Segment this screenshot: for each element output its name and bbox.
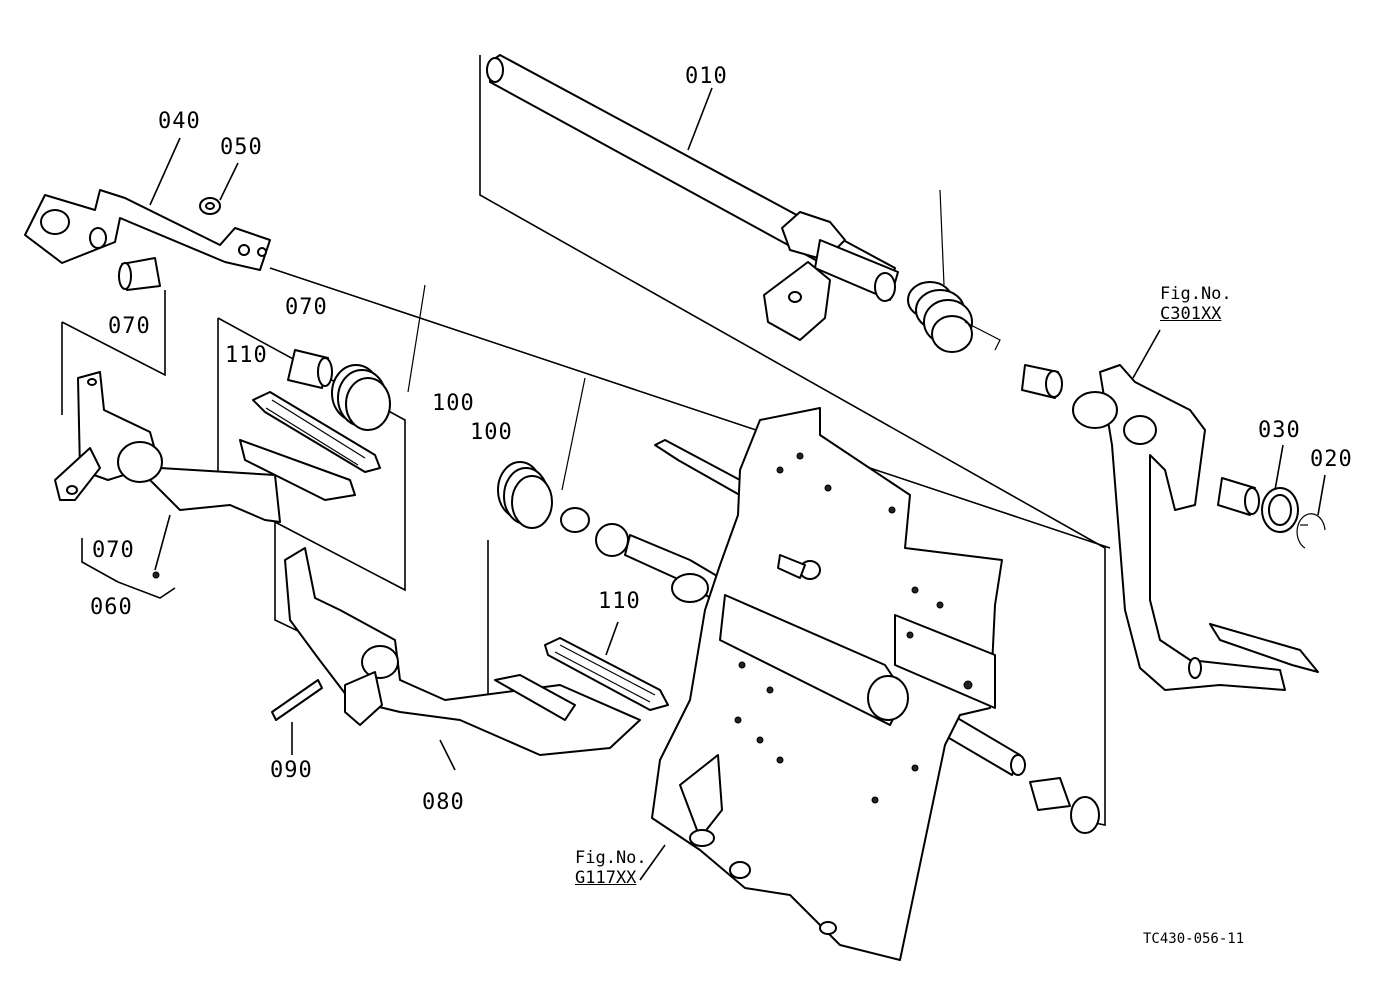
right-brake-pedal [1072, 329, 1319, 691]
part-label-070-bottom: 070 [92, 538, 135, 563]
torsion-spring-upper-right [907, 189, 1001, 353]
part-label-070-left: 070 [108, 314, 151, 339]
figure-ref-g117xx: Fig.No. G117XX [575, 848, 647, 889]
figure-ref-code: G117XX [575, 868, 637, 889]
pin-090 [271, 679, 323, 755]
bushing-middle [287, 349, 333, 389]
figure-ref-c301xx: Fig.No. C301XX [1160, 284, 1232, 325]
part-label-040: 040 [158, 109, 201, 134]
part-label-090: 090 [270, 758, 313, 783]
bushing-upper-right [1021, 364, 1063, 399]
nut-050 [199, 162, 239, 215]
part-label-050: 050 [220, 135, 263, 160]
left-pedal-060 [54, 371, 356, 579]
cross-shaft-010 [486, 54, 899, 341]
part-label-060: 060 [90, 595, 133, 620]
washer-clip-group [1217, 444, 1326, 549]
bracket-040 [24, 137, 271, 271]
part-label-020: 020 [1310, 447, 1353, 472]
torsion-spring-middle-left [331, 284, 426, 431]
part-label-070-middle: 070 [285, 295, 328, 320]
torsion-spring-center [497, 377, 629, 557]
figure-ref-prefix: Fig.No. [575, 848, 647, 868]
part-label-100-center: 100 [470, 420, 513, 445]
figure-ref-prefix: Fig.No. [1160, 284, 1232, 304]
mounting-frame [639, 407, 1003, 961]
part-label-110-left: 110 [225, 343, 268, 368]
part-label-030: 030 [1258, 418, 1301, 443]
part-label-100-left: 100 [432, 391, 475, 416]
bushing-left [118, 257, 161, 291]
figure-ref-code: C301XX [1160, 304, 1222, 325]
pedal-arm-080 [284, 547, 641, 771]
document-id: TC430-056-11 [1143, 931, 1245, 947]
pedal-pad-left [252, 391, 381, 473]
callout-060-leader [81, 538, 176, 599]
pedal-pad-center [544, 621, 669, 711]
part-label-010: 010 [685, 64, 728, 89]
part-label-080: 080 [422, 790, 465, 815]
part-label-110-center: 110 [598, 589, 641, 614]
